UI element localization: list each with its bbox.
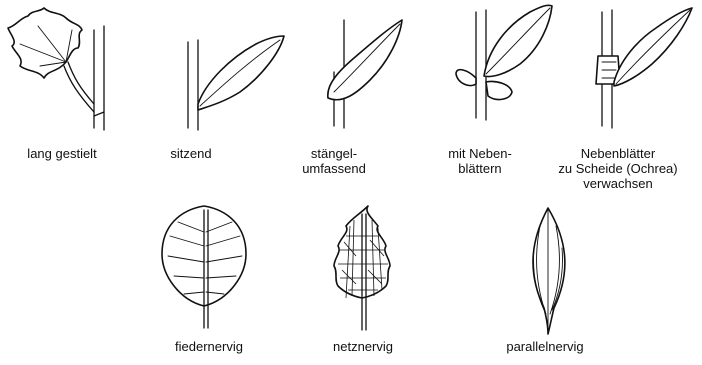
label-line: zu Scheide (Ochrea) xyxy=(558,161,677,176)
leaf-long-petiole xyxy=(8,8,104,130)
label-line: mit Neben- xyxy=(448,146,512,161)
label-ochrea: Nebenblätter zu Scheide (Ochrea) verwach… xyxy=(558,146,677,191)
leaf-net-venation xyxy=(334,206,390,330)
label-netznervig: netznervig xyxy=(333,339,393,354)
label-line: Nebenblätter xyxy=(558,146,677,161)
label-fiedernervig: fiedernervig xyxy=(175,339,243,354)
label-line: blättern xyxy=(448,161,512,176)
label-staengelumfassend: stängel- umfassend xyxy=(302,146,366,176)
leaf-parallel-venation xyxy=(533,208,565,334)
label-line: umfassend xyxy=(302,161,366,176)
label-text: lang gestielt xyxy=(27,146,96,161)
label-mit-nebenblaettern: mit Neben- blättern xyxy=(448,146,512,176)
leaf-with-stipules xyxy=(456,5,552,120)
leaf-clasping xyxy=(328,20,402,128)
label-text: parallelnervig xyxy=(506,339,583,354)
label-text: fiedernervig xyxy=(175,339,243,354)
label-parallelnervig: parallelnervig xyxy=(506,339,583,354)
label-text: netznervig xyxy=(333,339,393,354)
leaf-ochrea xyxy=(596,8,692,128)
label-lang-gestielt: lang gestielt xyxy=(27,146,96,161)
leaf-pinnate-venation xyxy=(162,206,246,328)
label-line: verwachsen xyxy=(558,176,677,191)
label-line: stängel- xyxy=(302,146,366,161)
label-sitzend: sitzend xyxy=(170,146,211,161)
label-text: sitzend xyxy=(170,146,211,161)
leaf-sessile xyxy=(188,36,284,130)
